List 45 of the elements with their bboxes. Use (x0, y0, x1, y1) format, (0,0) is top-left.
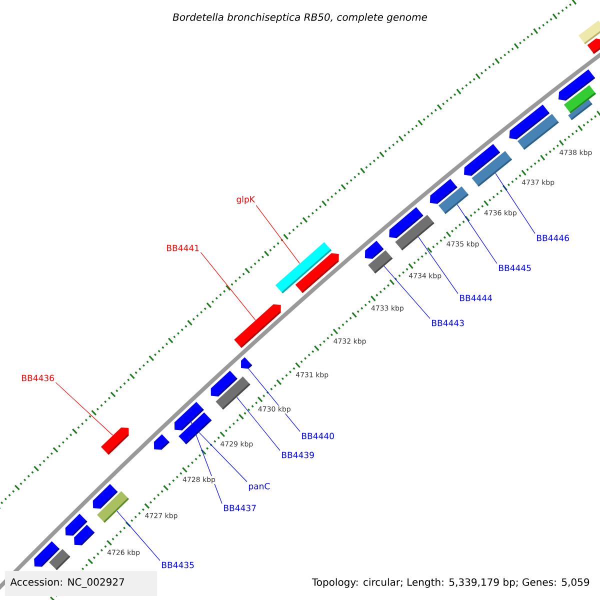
leader-line (248, 368, 300, 432)
gene-block (154, 434, 170, 450)
gene-block (438, 186, 469, 214)
title: Bordetella bronchiseptica RB50, complete genome (172, 12, 428, 24)
gene-label: BB4436 (22, 374, 54, 382)
gene-block (49, 548, 70, 570)
gene-block (241, 357, 252, 369)
genome-info-text: Topology: circular; Length: 5,339,179 bp; Genes: 5,059 (312, 578, 590, 588)
gene-label: BB4439 (282, 452, 314, 458)
gene-block (96, 491, 129, 523)
gene-block (395, 214, 434, 250)
gene-label: glpK (236, 196, 256, 204)
gene-block (216, 376, 250, 410)
gene-block (568, 99, 592, 120)
gene-label: BB4446 (537, 234, 569, 242)
gene-block (578, 20, 600, 44)
gene-block (368, 250, 393, 274)
gene-block (517, 114, 559, 150)
leader-line (198, 432, 248, 482)
gene-label: BB4441 (167, 244, 199, 252)
gene-block (295, 253, 339, 294)
gene-block (178, 412, 212, 444)
gene-block (234, 304, 281, 348)
leader-line (190, 422, 222, 504)
gene-label: BB4443 (432, 320, 464, 326)
gene-label: BB4437 (224, 504, 256, 512)
gene-label: BB4440 (302, 432, 334, 440)
gene-label: BB4435 (162, 562, 194, 568)
leader-line (418, 236, 458, 294)
gene-label: BB4444 (460, 294, 492, 302)
leader-line (256, 205, 300, 264)
accession-label: Accession: NC_002927 (5, 571, 157, 596)
gene-block (587, 38, 600, 54)
gene-label: panC (248, 482, 270, 492)
leader-line (116, 510, 160, 561)
gene-label: BB4445 (499, 264, 531, 272)
leader-line (456, 204, 498, 264)
gene-block (74, 524, 95, 546)
leader-line (236, 396, 280, 451)
gene-block (472, 151, 512, 187)
leader-line (200, 252, 256, 320)
leader-line (55, 382, 114, 436)
leader-line (384, 266, 430, 319)
leader-line (495, 172, 536, 234)
gene-block (100, 427, 129, 455)
